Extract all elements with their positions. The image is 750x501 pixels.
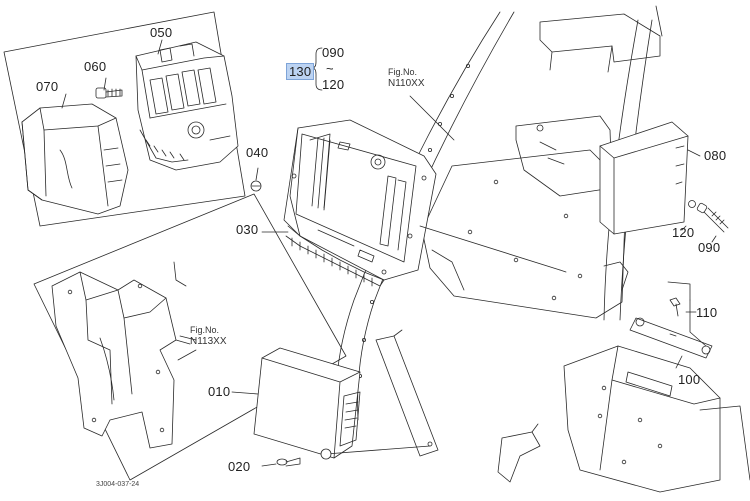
part-100-bar	[629, 317, 713, 359]
mounting-plate	[421, 149, 627, 319]
callout-030[interactable]: 030	[236, 222, 259, 237]
fig-ref-n110xx[interactable]: Fig.No. N110XX	[388, 67, 425, 89]
spacer	[320, 448, 332, 460]
part-040-screw	[250, 167, 262, 192]
part-030-ecu	[283, 119, 437, 287]
part-020-screw	[276, 457, 301, 467]
left-bracket	[51, 261, 191, 449]
callout-010[interactable]: 010	[208, 384, 231, 399]
callout-060[interactable]: 060	[84, 59, 107, 74]
callout-080[interactable]: 080	[704, 148, 727, 163]
callout-130-range-ref[interactable]: 130	[286, 63, 315, 80]
range-to: 120	[322, 77, 345, 92]
callout-120[interactable]: 120	[672, 225, 695, 240]
part-070-cover	[21, 103, 129, 215]
part-110-bolt	[669, 297, 681, 317]
range-from: 090	[322, 45, 345, 60]
fig-ref-label: Fig.No.	[388, 67, 418, 77]
callout-050[interactable]: 050	[150, 25, 173, 40]
part-050-fuse-box	[135, 41, 239, 171]
fig-ref-n113xx[interactable]: Fig.No. N113XX	[190, 325, 227, 347]
range-tilde: ~	[326, 61, 334, 76]
part-090-bolt	[696, 202, 729, 233]
fig-ref-number: N110XX	[388, 77, 425, 89]
fig-ref-number: N113XX	[190, 335, 227, 347]
callout-090[interactable]: 090	[698, 240, 721, 255]
callout-040[interactable]: 040	[246, 145, 269, 160]
callout-100[interactable]: 100	[678, 372, 701, 387]
drawing-code: 3J004-037-24	[96, 481, 140, 488]
callout-020[interactable]: 020	[228, 459, 251, 474]
upper-bracket	[539, 13, 661, 63]
right-bracket	[515, 115, 613, 197]
part-010-module	[253, 347, 361, 459]
small-bracket	[497, 431, 541, 483]
part-120-washer	[688, 200, 696, 208]
lower-right-frame	[563, 345, 721, 493]
lower-plate	[375, 335, 439, 457]
callout-070[interactable]: 070	[36, 79, 59, 94]
callout-110[interactable]: 110	[696, 305, 718, 320]
fig-ref-label: Fig.No.	[190, 325, 220, 335]
part-060-bolt	[95, 87, 123, 99]
part-080-controller	[599, 121, 701, 235]
